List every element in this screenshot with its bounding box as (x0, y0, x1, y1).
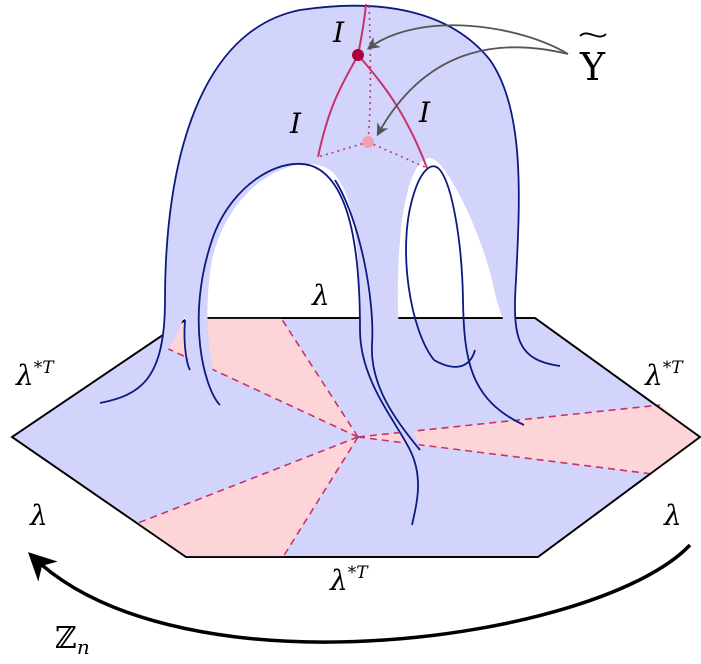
arrow-to-front-node (366, 24, 569, 55)
label-lambda-star-t-bottom: λ*T (329, 563, 369, 597)
label-zn: ℤn (55, 621, 90, 659)
junction-edge-left (317, 54, 359, 158)
arch-left-foot (183, 319, 191, 371)
arch-inner-right-edge (405, 165, 525, 426)
arrow-to-back-node (376, 46, 569, 137)
hexagon-base (10, 317, 701, 558)
label-I-right: I (418, 96, 431, 129)
label-lambda-left: λ (29, 499, 48, 532)
junction-network (317, 3, 428, 169)
arch-outer-left-edge (99, 4, 561, 404)
label-upsilon-tilde: Υ (579, 32, 607, 89)
arch-surface-fill (100, 5, 560, 525)
annotation-arrows (366, 24, 569, 137)
pink-sector-bottom-left (138, 437, 358, 557)
pink-sector-top (160, 318, 358, 437)
label-lambda-right: λ (663, 499, 682, 532)
junction-node-front (352, 49, 364, 61)
arch-middle-leg (334, 179, 421, 451)
arch-inner-left-edge (197, 162, 419, 526)
junction-node-back (362, 136, 374, 148)
junction-dotted-left (317, 141, 369, 158)
arch-surface (99, 4, 561, 526)
tilde-accent (579, 32, 607, 38)
label-I-left: I (289, 107, 302, 140)
label-lambda-top: λ (311, 279, 330, 312)
label-lambda-star-t-right: λ*T (644, 358, 684, 392)
labels: λ λ*T λ*T λ λ λ*T I I I Υ ℤn (15, 16, 684, 659)
label-lambda-star-t-left: λ*T (15, 358, 55, 392)
hexagon-outline (10, 317, 701, 558)
zn-rotation-arrow (27, 543, 692, 644)
junction-edge-right (357, 54, 428, 169)
label-I-top: I (332, 16, 345, 49)
label-upsilon: Υ (579, 45, 606, 89)
junction-dotted-vertical (367, 4, 372, 141)
pink-sector-right (358, 405, 700, 474)
